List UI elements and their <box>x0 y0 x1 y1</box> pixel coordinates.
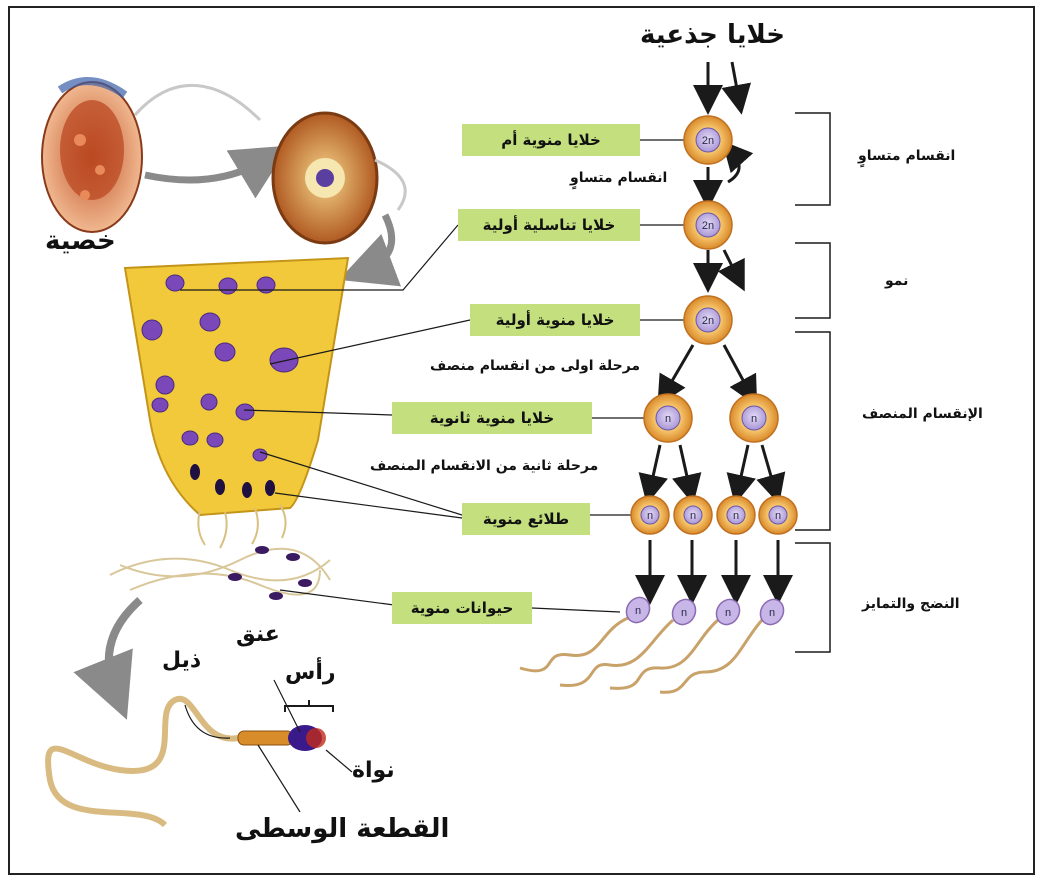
ploidy-n-4: n <box>690 510 696 522</box>
diagram-title: خلايا جذعية <box>640 20 785 50</box>
step-meiosis-second: مرحلة ثانية من الانقسام المنصف <box>370 458 598 474</box>
ploidy-2n-3: 2n <box>702 315 714 327</box>
enlarged-sperm <box>48 699 326 825</box>
ploidy-n-10: n <box>769 607 775 619</box>
tubule-connector-line <box>375 160 405 210</box>
stage-meiosis: الإنقسام المنصف <box>862 406 983 422</box>
step-meiosis-first: مرحلة اولى من انقسام منصف <box>430 358 640 374</box>
ploidy-n-1: n <box>665 413 671 425</box>
stage-brackets <box>795 113 830 652</box>
ploidy-2n-1: 2n <box>702 135 714 147</box>
label-secondary-spermatocytes: خلايا منوية ثانوية <box>392 402 592 434</box>
stage-mitosis: انقسام متساوٍ <box>858 148 955 164</box>
label-sperm: حيوانات منوية <box>392 592 532 624</box>
ploidy-n-9: n <box>725 607 731 619</box>
testis-connector-line <box>135 85 260 120</box>
ploidy-n-6: n <box>775 510 781 522</box>
label-primary-spermatocytes: خلايا منوية أولية <box>470 304 640 336</box>
ploidy-n-8: n <box>681 607 687 619</box>
step-mitosis: انقسام متساوٍ <box>570 170 667 186</box>
head-bracket <box>285 700 333 712</box>
seminiferous-tissue <box>125 258 348 548</box>
label-midpiece: القطعة الوسطى <box>235 814 449 844</box>
testis-illustration <box>42 81 142 232</box>
gray-arrow-3 <box>109 600 140 690</box>
ploidy-n-7: n <box>635 605 641 617</box>
ploidy-2n-2: 2n <box>702 220 714 232</box>
mitosis-loop-arrow <box>728 152 739 182</box>
mature-sperm <box>520 593 788 692</box>
ploidy-n-2: n <box>751 413 757 425</box>
label-head: رأس <box>285 660 336 685</box>
label-neck: عنق <box>236 622 280 647</box>
ploidy-n-3: n <box>647 510 653 522</box>
label-spermatogonia: خلايا منوية أم <box>462 124 640 156</box>
label-nucleus: نواة <box>352 758 395 783</box>
label-tail: ذيل <box>162 648 201 673</box>
spermatid-cells <box>631 496 797 534</box>
label-testis: خصية <box>45 226 116 256</box>
stage-maturation: النضج والتمايز <box>862 596 960 612</box>
tubule-cross-section <box>273 113 377 243</box>
ploidy-n-5: n <box>733 510 739 522</box>
gray-arrow-2 <box>365 215 392 270</box>
label-spermatids: طلائع منوية <box>462 503 590 535</box>
label-primordial-germ-cells: خلايا تناسلية أولية <box>458 209 640 241</box>
gray-arrow-1 <box>145 160 265 180</box>
stage-growth: نمو <box>885 273 908 289</box>
